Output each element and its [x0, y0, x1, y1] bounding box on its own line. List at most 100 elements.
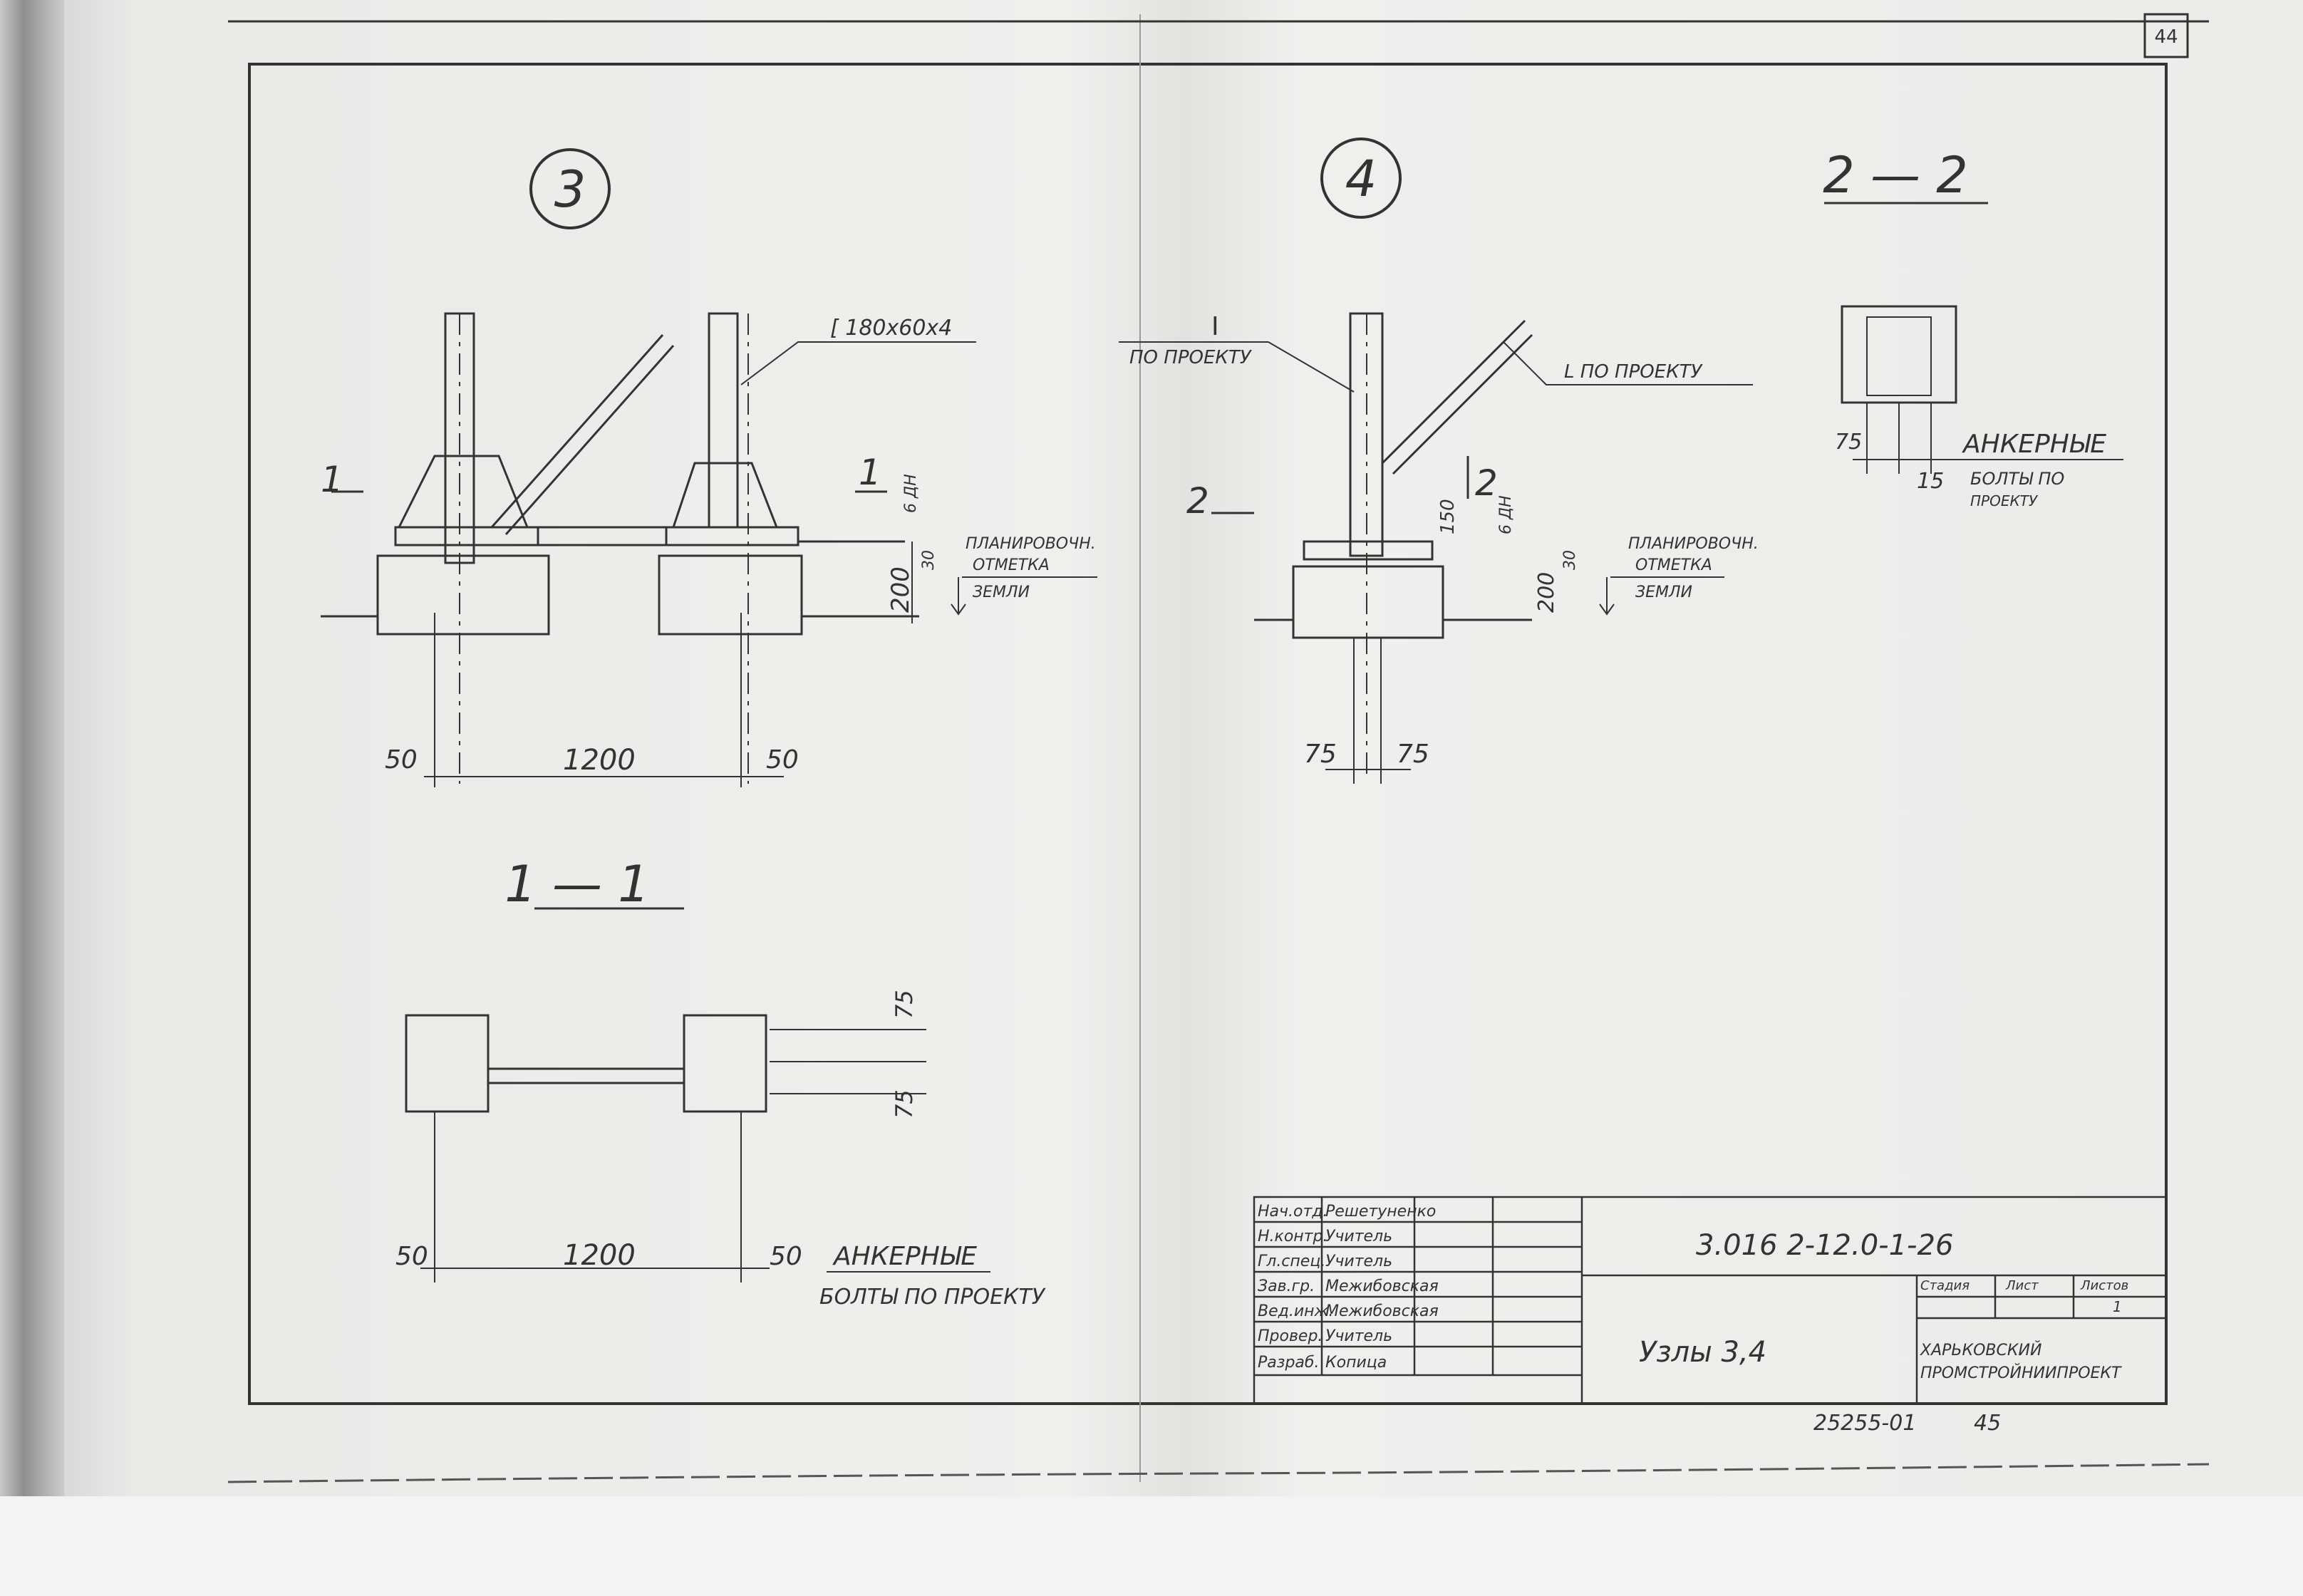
section-1-1-title: 1 — 1	[504, 855, 650, 913]
angle-leader	[1503, 341, 1753, 385]
sig-name-5: Межибовская	[1325, 1302, 1439, 1320]
anchor-bolts-sub-a-section22: БОЛТЫ ПО	[1970, 469, 2064, 489]
foundation-left	[376, 554, 550, 636]
stage-header: Стадия	[1920, 1278, 1970, 1293]
plate-section22	[1841, 305, 1957, 404]
grade-arrowhead-node4	[1599, 603, 1615, 616]
sig-name-4: Межибовская	[1325, 1278, 1439, 1295]
dim-75-bot-section11: 75	[891, 1089, 918, 1119]
drawing-sheet	[64, 0, 2303, 1496]
angle-label: L ПО ПРОЕКТУ	[1564, 361, 1703, 383]
sig-role-2: Н.контр.	[1258, 1228, 1328, 1245]
scan-background	[0, 1496, 2303, 1596]
section-mark-right: 1	[859, 452, 881, 493]
sheets-header: Листов	[2081, 1278, 2129, 1293]
dim-30-node4: 30	[1561, 550, 1579, 570]
sheet-header: Лист	[2006, 1278, 2039, 1293]
brace-outer	[490, 334, 664, 528]
dim-50-left-section11: 50	[395, 1242, 428, 1271]
drawing-title: Узлы 3,4	[1639, 1336, 1767, 1369]
sheet-frame	[248, 63, 2168, 1405]
grade-label-line3-node3: ЗЕМЛИ	[973, 584, 1030, 601]
anchor-bolts-label-section22: АНКЕРНЫЕ	[1962, 430, 2106, 459]
dim-75-right-node4: 75	[1397, 740, 1429, 769]
section-1-1-view: 1 — 1 75 75 50 1200 50 АНКЕРНЫЕ БОЛТЫ ПО…	[395, 855, 1046, 1310]
node-4-marker	[1320, 138, 1402, 219]
brace-inner	[504, 345, 675, 535]
dim-75-left-node4: 75	[1304, 740, 1337, 769]
sig-name-7: Копица	[1325, 1354, 1387, 1372]
node-3-label: 3	[554, 160, 586, 219]
dim-150-node4: 150	[1437, 499, 1459, 534]
sig-role-4: Зав.гр.	[1258, 1278, 1315, 1295]
dim-1200-node3: 1200	[563, 744, 636, 777]
gusset-left	[397, 455, 529, 529]
foundation-right	[658, 554, 803, 636]
weld-label-node4: 6 ДН	[1497, 495, 1515, 534]
sheet-value: 1	[2113, 1298, 2122, 1315]
sig-name-2: Учитель	[1325, 1228, 1393, 1245]
title-block	[1253, 1196, 2168, 1405]
grade-label-line1-node4: ПЛАНИРОВОЧН.	[1628, 535, 1759, 553]
base-plate-left	[394, 526, 539, 546]
title-block-frame	[1253, 1196, 2168, 1405]
scan-edge-line	[227, 1463, 2210, 1483]
dim-75-section22: 75	[1835, 430, 1862, 455]
dim-1200-section11: 1200	[563, 1239, 636, 1272]
dim-50-right-node3: 50	[766, 745, 799, 774]
grade-arrowhead-node3	[951, 603, 966, 616]
anchor-bolts-sub-b-section22: ПРОЕКТУ	[1970, 492, 2039, 509]
dim-50-left-node3: 50	[385, 745, 418, 774]
sig-name-6: Учитель	[1325, 1327, 1393, 1345]
sig-role-3: Гл.спец.	[1258, 1253, 1326, 1270]
brace-inner-node4	[1392, 333, 1533, 475]
section-mark-2-right: 2	[1475, 462, 1498, 504]
grade-label-line1-node3: ПЛАНИРОВОЧН.	[966, 535, 1096, 553]
brace-outer-node4	[1381, 319, 1526, 465]
node-4-view: 4 I ПО ПРОЕКТУ L ПО ПРОЕКТУ 2 2 6 ДН 150…	[1119, 138, 1759, 784]
plate-left-section11	[405, 1014, 490, 1113]
gusset-right	[671, 462, 779, 529]
sig-role-7: Разраб.	[1258, 1354, 1320, 1372]
sig-name-1: Решетуненко	[1325, 1203, 1437, 1221]
base-plate-node4	[1303, 540, 1434, 561]
plate-right-section11	[683, 1014, 767, 1113]
dim-15-section22: 15	[1917, 469, 1944, 494]
page-number: 45	[1974, 1411, 2002, 1436]
base-plate-right	[665, 526, 799, 546]
dim-75-top-section11: 75	[891, 990, 918, 1019]
sig-role-6: Провер.	[1258, 1327, 1323, 1345]
dim-200: 200	[886, 566, 915, 613]
node-3-view: 3 [ 180x60x4 1 1 6 ДН	[321, 148, 1097, 787]
archive-number: 25255-01	[1813, 1411, 1917, 1436]
weld-label-node3: 6 ДН	[902, 474, 920, 513]
node-4-label: 4	[1345, 150, 1377, 208]
drawing-code: 3.016 2-12.0-1-26	[1696, 1229, 1954, 1262]
organization: ХАРЬКОВСКИЙ ПРОМСТРОЙНИИПРОЕКТ	[1920, 1342, 2121, 1382]
beam-mark: I	[1211, 312, 1219, 341]
channel-label: [ 180x60x4	[830, 316, 952, 341]
sig-role-5: Вед.инж.	[1258, 1302, 1334, 1320]
node-3-marker	[529, 148, 611, 229]
anchor-bolts-label-section11: АНКЕРНЫЕ	[832, 1242, 977, 1271]
dim-200-node4: 200	[1534, 572, 1559, 613]
by-project-label: ПО ПРОЕКТУ	[1129, 347, 1253, 368]
dim-50-right-section11: 50	[770, 1242, 802, 1271]
sheet-number-box	[2143, 13, 2189, 58]
column-right	[708, 312, 739, 529]
sheet-number: 44	[2154, 26, 2178, 48]
dim-30-node3: 30	[920, 550, 938, 570]
section-2-2-title: 2 — 2	[1823, 146, 1968, 204]
grade-label-line2-node4: ОТМЕТКА	[1635, 556, 1712, 574]
sig-role-1: Нач.отд.	[1258, 1203, 1328, 1221]
grade-label-line3-node4: ЗЕМЛИ	[1635, 584, 1692, 601]
beam-section22	[1866, 316, 1932, 396]
grade-label-line2-node3: ОТМЕТКА	[973, 556, 1050, 574]
section-2-2-view: 2 — 2 75 15 АНКЕРНЫЕ БОЛТЫ ПО ПРОЕКТУ	[1823, 146, 2123, 509]
channel-leader	[740, 341, 976, 385]
sig-name-3: Учитель	[1325, 1253, 1393, 1270]
section-mark-2-left: 2	[1186, 480, 1209, 522]
by-project-leader	[1268, 341, 1355, 393]
section-mark-left: 1	[321, 459, 343, 500]
